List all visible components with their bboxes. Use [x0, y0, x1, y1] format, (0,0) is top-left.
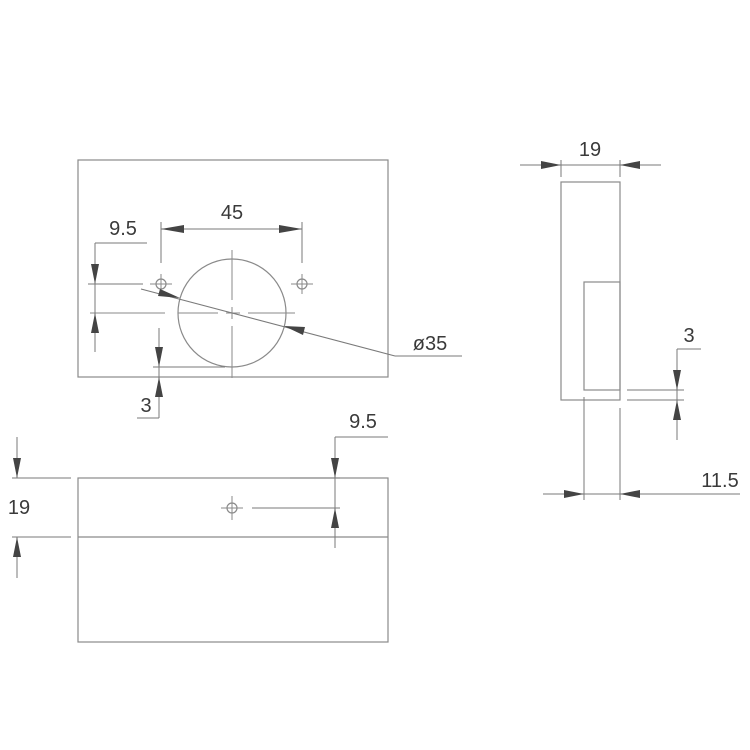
dim-3-side: 3 [627, 325, 701, 440]
dim-45: 45 [160, 202, 303, 263]
cup-recess [583, 281, 621, 391]
front-view-panel [77, 159, 389, 378]
dim-9-5-front-label: 9.5 [109, 218, 137, 240]
dim-3-front-label: 3 [140, 395, 151, 417]
dim-19-side-label: 19 [579, 139, 601, 161]
dim-9-5-front: 9.5 [91, 218, 147, 352]
dim-11-5-side: 11.5 [543, 397, 740, 500]
dim-19-side: 19 [520, 139, 661, 177]
top-view: 19 9.5 [8, 411, 389, 643]
top-view-panel [77, 477, 389, 643]
side-view-panel [560, 181, 621, 401]
dim-3-front: 3 [137, 328, 225, 419]
dim-3-side-label: 3 [683, 325, 694, 347]
screw-hole-top [221, 496, 243, 520]
dim-19-top-label: 19 [8, 497, 30, 519]
screw-hole-right [291, 274, 313, 294]
dim-45-label: 45 [221, 202, 243, 224]
dim-9-5-top-label: 9.5 [349, 411, 377, 433]
dim-11-5-side-label: 11.5 [701, 470, 738, 492]
dim-diameter: ø35 [140, 288, 462, 357]
front-view: 45 9.5 3 ø35 [77, 159, 462, 419]
side-view: 19 3 11.5 [520, 139, 740, 500]
dim-9-5-top: 9.5 [331, 411, 388, 548]
dim-19-top: 19 [8, 437, 71, 578]
dim-diameter-label: ø35 [413, 333, 447, 355]
